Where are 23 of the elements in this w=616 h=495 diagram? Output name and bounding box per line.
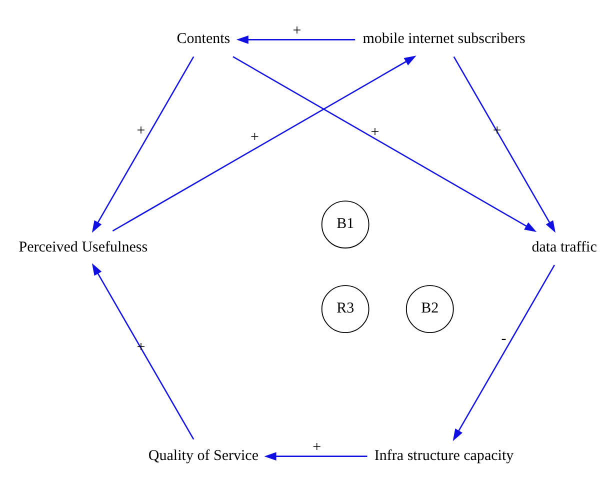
node-text: Quality of Service	[148, 447, 259, 464]
label: B1	[336, 216, 354, 232]
arrow	[92, 56, 194, 232]
arrow	[92, 262, 194, 440]
edge-label: +	[136, 122, 146, 138]
arrow	[112, 55, 416, 232]
edge-label: -	[501, 330, 506, 347]
node-text: mobile internet subscribers	[362, 30, 526, 47]
arrow	[264, 452, 368, 460]
arrow	[453, 56, 556, 232]
edge-label: +	[250, 128, 259, 145]
arrow	[236, 34, 356, 44]
arrow	[452, 264, 556, 441]
node-text: Perceived Usefulness	[18, 239, 148, 256]
edge-label: +	[292, 22, 302, 38]
label: B2	[421, 300, 439, 316]
node-text: Infra structure capacity	[374, 447, 514, 464]
label: R3	[336, 300, 354, 316]
node-text: Contents	[176, 30, 230, 47]
node-text: data traffic	[532, 239, 597, 256]
edge-label: +	[370, 124, 380, 140]
arrow	[232, 56, 537, 232]
edge-label: +	[312, 438, 322, 455]
